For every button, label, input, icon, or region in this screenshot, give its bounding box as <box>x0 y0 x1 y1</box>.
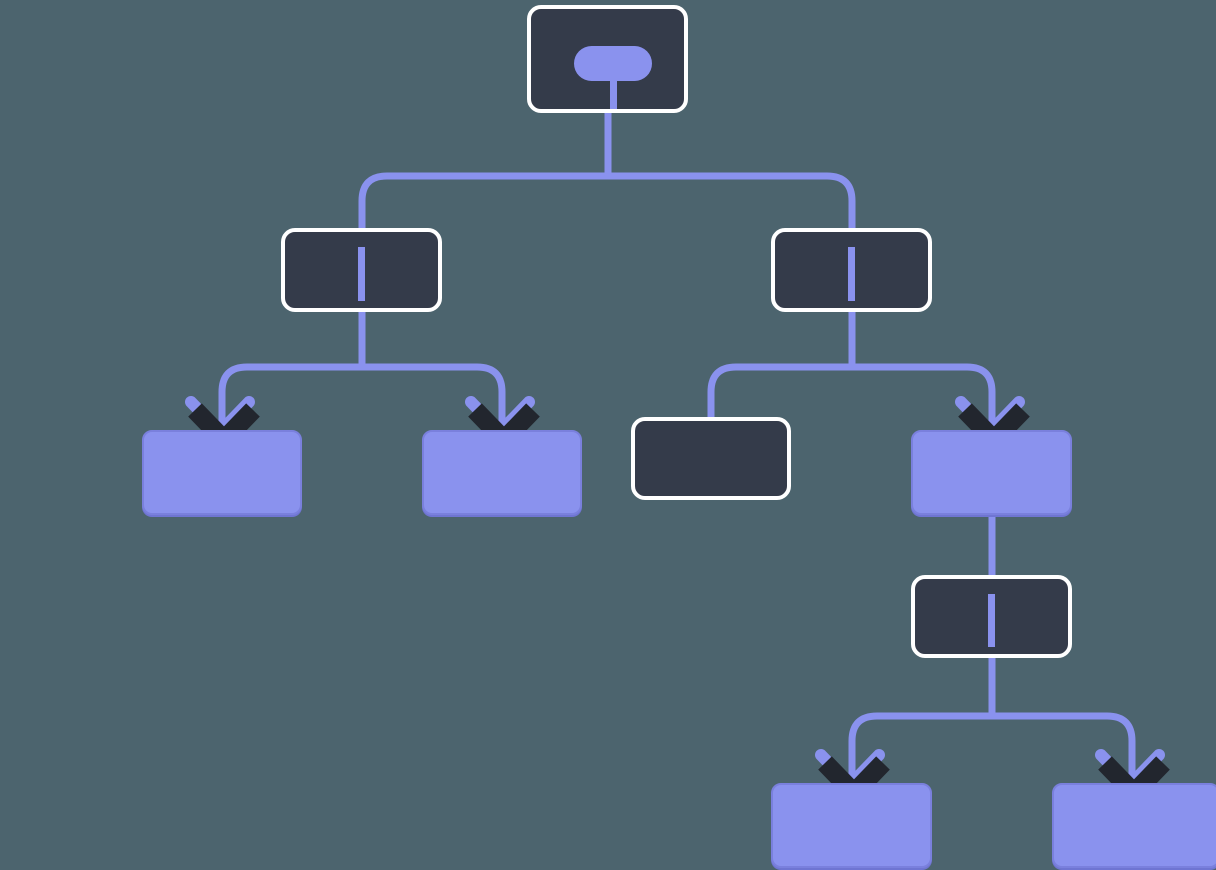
arrowhead-chevron-back <box>465 396 535 438</box>
arrowhead-chevron-back <box>1095 749 1165 791</box>
tree-node-l5-b[interactable] <box>1052 783 1216 868</box>
arrowhead-chevron-back <box>185 396 255 438</box>
tree-edge <box>848 312 996 430</box>
tree-node-l3-c[interactable] <box>631 417 791 500</box>
tree-edge <box>988 658 1136 783</box>
arrowhead-chevron-back <box>955 396 1025 438</box>
tree-node-l2-left[interactable] <box>281 228 442 312</box>
node-pill-stem <box>609 79 617 109</box>
tree-node-l4[interactable] <box>911 575 1072 658</box>
tree-edge <box>604 113 856 228</box>
tree-edge <box>218 312 366 430</box>
tree-edge <box>358 312 506 430</box>
tree-node-l2-right[interactable] <box>771 228 932 312</box>
arrowhead-chevron-back <box>815 749 885 791</box>
tree-node-l3-a[interactable] <box>142 430 302 515</box>
tree-node-l5-a[interactable] <box>771 783 932 868</box>
tree-edge <box>707 312 856 417</box>
node-inner-line <box>988 594 995 647</box>
node-pill-shape <box>574 46 652 81</box>
tree-node-l3-d[interactable] <box>911 430 1072 515</box>
node-inner-line <box>358 247 365 301</box>
node-inner-line <box>848 247 855 301</box>
tree-edge <box>848 658 996 783</box>
tree-node-root[interactable] <box>527 5 688 113</box>
tree-edge <box>358 113 612 228</box>
tree-node-l3-b[interactable] <box>422 430 582 515</box>
